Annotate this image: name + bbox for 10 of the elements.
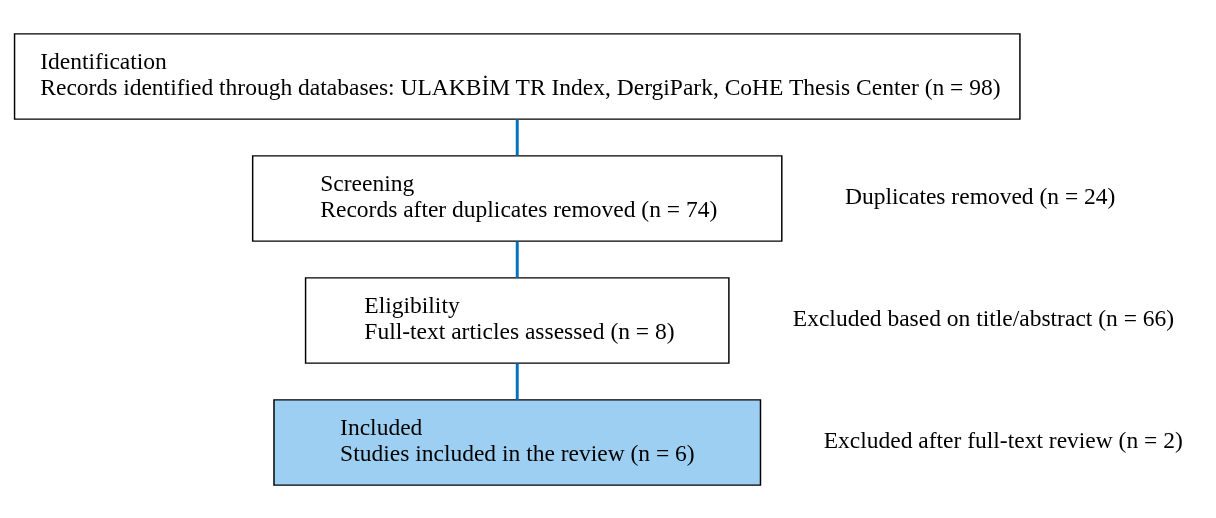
connector <box>515 119 519 156</box>
label: Excluded based on title/abstract (n = 66) <box>792 304 1175 331</box>
label: Excluded after full-text review (n = 2) <box>823 426 1183 453</box>
label: Duplicates removed (n = 24) <box>845 182 1116 209</box>
connector <box>515 241 519 278</box>
node-box: Eligibility Full-text articles assessed (n = 8) <box>304 276 730 364</box>
connector <box>515 363 519 400</box>
node-box: Included Studies included in the review (n = 6) <box>273 398 762 486</box>
node-box: Identification Records identified through databases: ULAKBİM TR Index, DergiPark, CoHE Thesis Center (n = 98) <box>13 32 1021 120</box>
node-box: Screening Records after duplicates removed (n = 74) <box>251 154 783 242</box>
